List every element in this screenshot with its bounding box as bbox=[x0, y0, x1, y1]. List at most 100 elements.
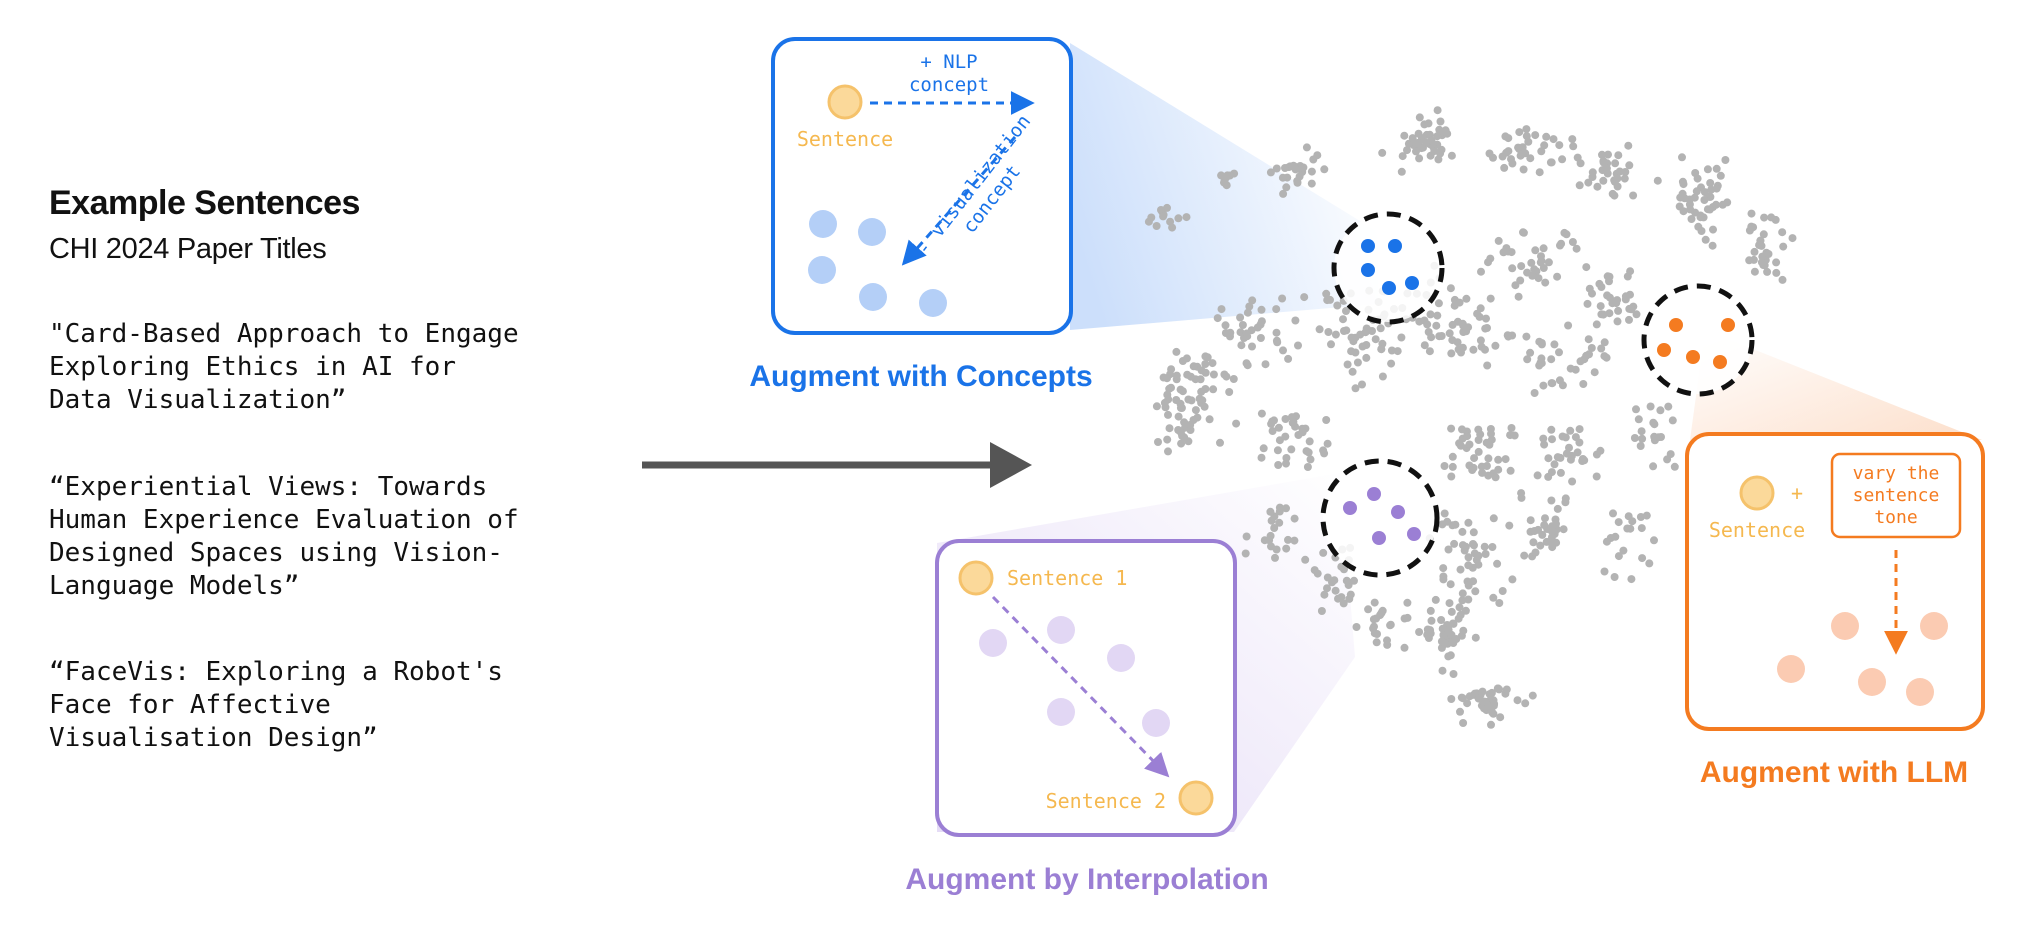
plus-sign: + bbox=[1791, 481, 1803, 505]
scatter-point bbox=[1757, 258, 1766, 267]
example-sentence-2: “Experiential Views: Towards Human Exper… bbox=[49, 472, 519, 601]
scatter-point bbox=[1524, 137, 1533, 146]
scatter-point bbox=[1306, 455, 1315, 464]
scatter-point bbox=[1670, 462, 1679, 471]
scatter-point bbox=[1538, 530, 1547, 539]
scatter-point bbox=[1281, 164, 1289, 172]
scatter-point bbox=[1257, 453, 1266, 462]
scatter-point bbox=[1342, 307, 1350, 315]
scatter-point bbox=[1290, 514, 1299, 523]
scatter-point bbox=[1458, 589, 1467, 598]
concepts-box: Sentence + NLP concept - visualization c… bbox=[771, 37, 1073, 335]
scatter-point bbox=[1706, 179, 1715, 187]
scatter-point bbox=[1177, 439, 1186, 448]
scatter-point bbox=[1278, 173, 1287, 182]
scatter-point bbox=[1273, 446, 1282, 455]
scatter-point bbox=[1576, 357, 1585, 366]
llm-box: Sentence + vary the sentence tone bbox=[1685, 432, 1985, 731]
scatter-point bbox=[1519, 228, 1528, 237]
scatter-point bbox=[1205, 415, 1214, 424]
scatter-point bbox=[1378, 606, 1387, 615]
scatter-point bbox=[1197, 387, 1206, 396]
scatter-point bbox=[1415, 113, 1424, 122]
scatter-point bbox=[1186, 420, 1195, 429]
scatter-point bbox=[1157, 206, 1165, 214]
scatter-point bbox=[1703, 165, 1712, 174]
scatter-point bbox=[1564, 321, 1573, 330]
scatter-point bbox=[1530, 389, 1539, 397]
scatter-point bbox=[1294, 341, 1302, 350]
scatter-point bbox=[1291, 316, 1300, 325]
scatter-point bbox=[1579, 380, 1588, 388]
scatter-point bbox=[1439, 575, 1448, 584]
scatter-point bbox=[1568, 135, 1577, 144]
scatter-point bbox=[1440, 462, 1449, 470]
scatter-point bbox=[1474, 694, 1483, 703]
scatter-point bbox=[1441, 639, 1450, 648]
scatter-point bbox=[1435, 125, 1444, 134]
scatter-point bbox=[1503, 331, 1512, 340]
scatter-point bbox=[1458, 596, 1467, 605]
scatter-point bbox=[1520, 551, 1529, 560]
scatter-point bbox=[1445, 329, 1454, 338]
scatter-point bbox=[1266, 507, 1275, 516]
scatter-point bbox=[1630, 434, 1639, 442]
scatter-point bbox=[1788, 234, 1797, 243]
scatter-point bbox=[1351, 384, 1360, 393]
interpolation-caption: Augment by Interpolation bbox=[905, 863, 1268, 896]
scatter-point bbox=[1323, 584, 1331, 593]
scatter-point bbox=[1668, 416, 1677, 425]
scatter-point bbox=[1632, 405, 1640, 414]
scatter-point bbox=[1378, 148, 1387, 157]
scatter-point bbox=[1177, 404, 1186, 412]
scatter-point bbox=[1613, 317, 1622, 326]
llm-sentence-label: Sentence bbox=[1709, 518, 1805, 542]
scatter-point bbox=[1663, 455, 1672, 464]
scatter-point bbox=[1257, 409, 1266, 418]
scatter-point bbox=[1282, 183, 1291, 192]
scatter-point bbox=[1521, 699, 1530, 708]
scatter-point bbox=[1549, 135, 1558, 144]
scatter-point bbox=[1772, 258, 1781, 267]
scatter-point bbox=[1508, 159, 1517, 168]
scatter-point bbox=[1484, 471, 1493, 480]
scatter-point bbox=[1282, 504, 1290, 513]
scatter-point bbox=[1526, 348, 1535, 357]
scatter-point bbox=[1583, 299, 1592, 308]
scatter-point bbox=[1614, 552, 1623, 561]
scatter-point bbox=[1778, 275, 1787, 284]
scatter-point bbox=[1208, 359, 1217, 368]
scatter-point bbox=[1539, 381, 1548, 390]
scatter-point bbox=[1320, 590, 1329, 599]
scatter-point bbox=[1498, 587, 1507, 595]
scatter-point bbox=[1547, 496, 1556, 505]
scatter-point bbox=[1576, 159, 1585, 168]
scatter-point bbox=[1458, 527, 1467, 536]
scatter-point bbox=[1482, 462, 1491, 470]
scatter-point bbox=[1540, 141, 1549, 150]
scatter-point bbox=[1539, 434, 1548, 443]
scatter-point bbox=[1535, 168, 1544, 177]
scatter-point bbox=[1174, 214, 1183, 223]
scatter-point bbox=[1491, 473, 1500, 482]
scatter-point bbox=[1339, 315, 1347, 324]
scatter-point bbox=[1559, 525, 1568, 534]
scatter-point bbox=[1481, 550, 1490, 558]
scatter-point bbox=[1636, 442, 1645, 450]
scatter-point bbox=[1420, 341, 1429, 350]
scatter-point bbox=[1484, 258, 1492, 267]
scatter-point bbox=[1649, 462, 1658, 471]
scatter-point bbox=[1431, 595, 1440, 604]
scatter-point bbox=[1426, 151, 1435, 160]
sentence-2-label: Sentence 2 bbox=[1046, 789, 1166, 813]
scatter-point bbox=[1425, 347, 1434, 356]
scatter-point bbox=[1611, 532, 1620, 541]
scatter-point bbox=[1459, 626, 1468, 635]
scatter-point bbox=[1757, 241, 1766, 250]
scatter-point bbox=[1619, 546, 1628, 555]
scatter-point bbox=[1628, 517, 1637, 526]
scatter-point bbox=[1284, 354, 1293, 363]
scatter-point bbox=[1718, 200, 1727, 209]
scatter-point bbox=[1489, 593, 1498, 602]
interpolated-points bbox=[979, 616, 1170, 737]
